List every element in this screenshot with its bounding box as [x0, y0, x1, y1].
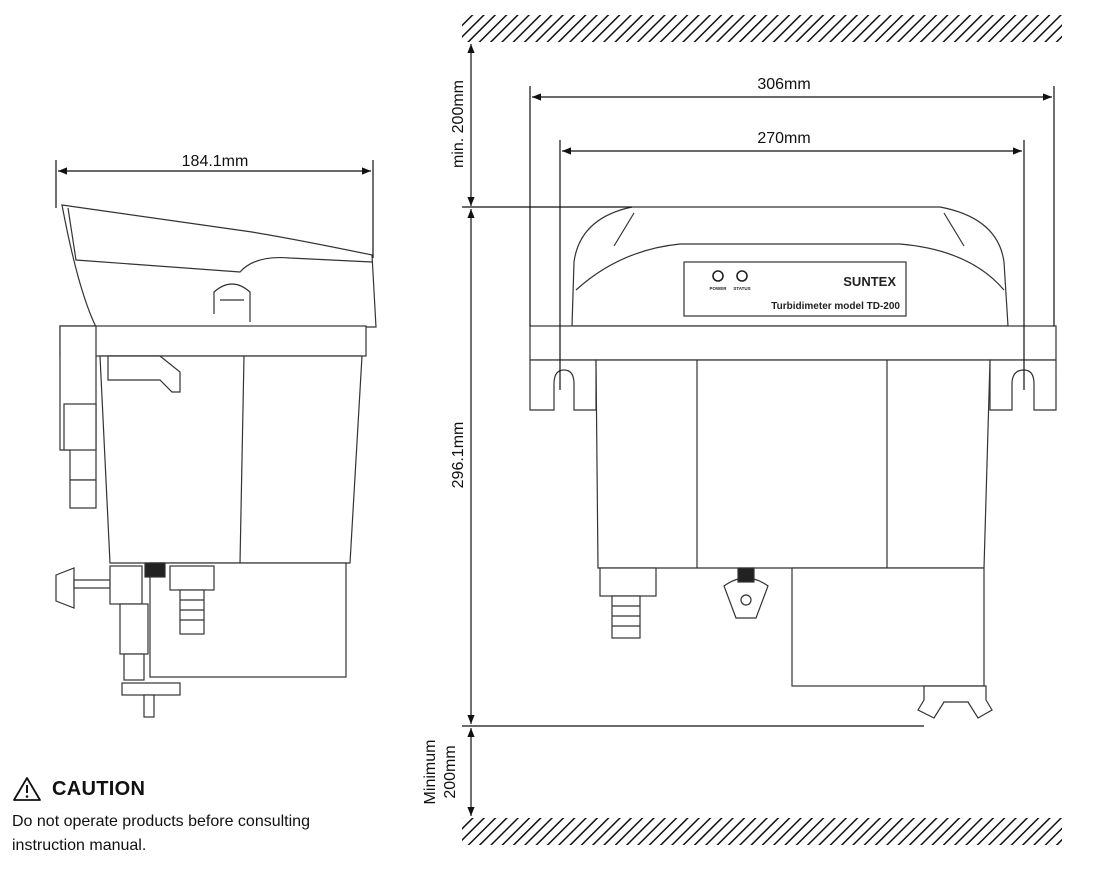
power-led-label: POWER: [709, 286, 727, 291]
body-width-label: 270mm: [757, 130, 810, 147]
status-led-icon: [736, 270, 748, 282]
front-right-bracket: [989, 359, 1057, 411]
side-body: [99, 355, 363, 564]
bottom-clearance-label-line2: 200mm: [442, 745, 459, 798]
overall-width-label: 306mm: [757, 76, 810, 93]
warning-triangle-icon: [13, 777, 41, 801]
control-panel: POWER STATUS SUNTEX Turbidimeter model T…: [683, 261, 907, 317]
power-led-icon: [712, 270, 724, 282]
status-led-label: STATUS: [733, 286, 750, 291]
model-label: Turbidimeter model TD-200: [771, 301, 900, 312]
side-lid: [61, 204, 377, 328]
front-lower-chamber: [791, 567, 985, 687]
bottom-clearance-label-line1: Minimum: [422, 740, 439, 805]
brand-logo: SUNTEX: [843, 274, 896, 289]
caution-block: CAUTION Do not operate products before c…: [12, 776, 322, 858]
caution-header: CAUTION: [12, 776, 322, 802]
front-body: [595, 359, 991, 569]
side-view: [55, 160, 377, 718]
front-rim: [529, 325, 1057, 361]
side-valve-knob: [55, 567, 75, 609]
side-width-label: 184.1mm: [182, 153, 249, 170]
caution-text: Do not operate products before consultin…: [12, 813, 310, 854]
caution-title: CAUTION: [52, 777, 146, 800]
side-bracket: [59, 325, 97, 481]
height-label: 296.1mm: [450, 422, 467, 489]
front-dimensions: [462, 44, 1055, 816]
top-wall-hatch: [462, 15, 1062, 42]
top-clearance-label: min. 200mm: [450, 80, 467, 168]
bottom-wall-hatch: [462, 818, 1062, 845]
side-rim: [59, 325, 367, 357]
front-left-bracket: [529, 359, 597, 411]
